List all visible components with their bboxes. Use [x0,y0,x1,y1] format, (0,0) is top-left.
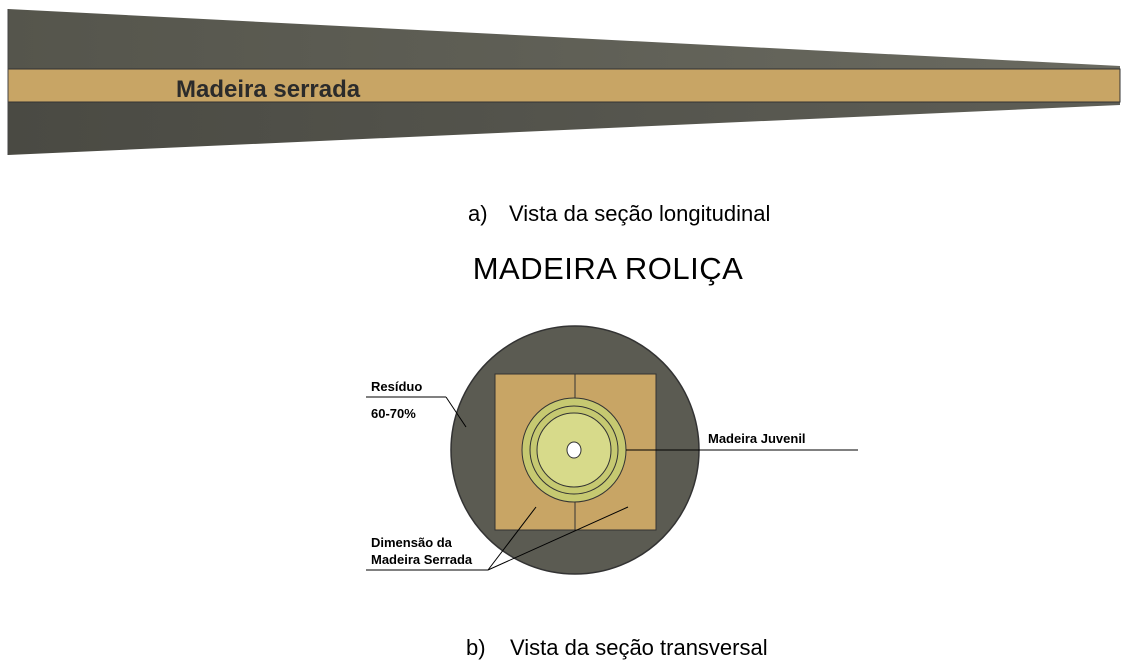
caption-b-text: Vista da seção transversal [510,635,768,660]
pith [566,441,582,459]
residue-label: Resíduo [371,379,422,394]
longitudinal-section: Madeira serrada [7,9,1121,155]
sawn-timber-label: Madeira serrada [176,76,361,103]
residue-callout: Resíduo 60-70% [366,379,467,428]
sawn-dimension-leader-right [487,506,629,571]
caption-a: a) Vista da seção longitudinal [468,201,770,226]
sawn-timber-band [7,68,1121,103]
log-bottom-taper [8,102,1120,155]
sawn-dimension-label-line2: Madeira Serrada [371,552,473,567]
caption-a-letter: a) [468,201,488,226]
sawn-dimension-label-line1: Dimensão da [371,535,453,550]
residue-percentage: 60-70% [371,406,416,421]
sawn-dimension-leader-left [487,506,537,571]
round-wood-title: MADEIRA ROLIÇA [473,251,744,286]
sawn-dimension-callout: Dimensão da Madeira Serrada [366,506,629,571]
juvenile-wood-callout: Madeira Juvenil [626,431,858,451]
caption-a-text: Vista da seção longitudinal [509,201,770,226]
residue-leader [445,396,467,428]
caption-b-letter: b) [466,635,486,660]
log-top-taper [8,9,1120,70]
transverse-section [450,325,700,575]
juvenile-wood-label: Madeira Juvenil [708,431,806,446]
caption-b: b) Vista da seção transversal [466,635,768,660]
